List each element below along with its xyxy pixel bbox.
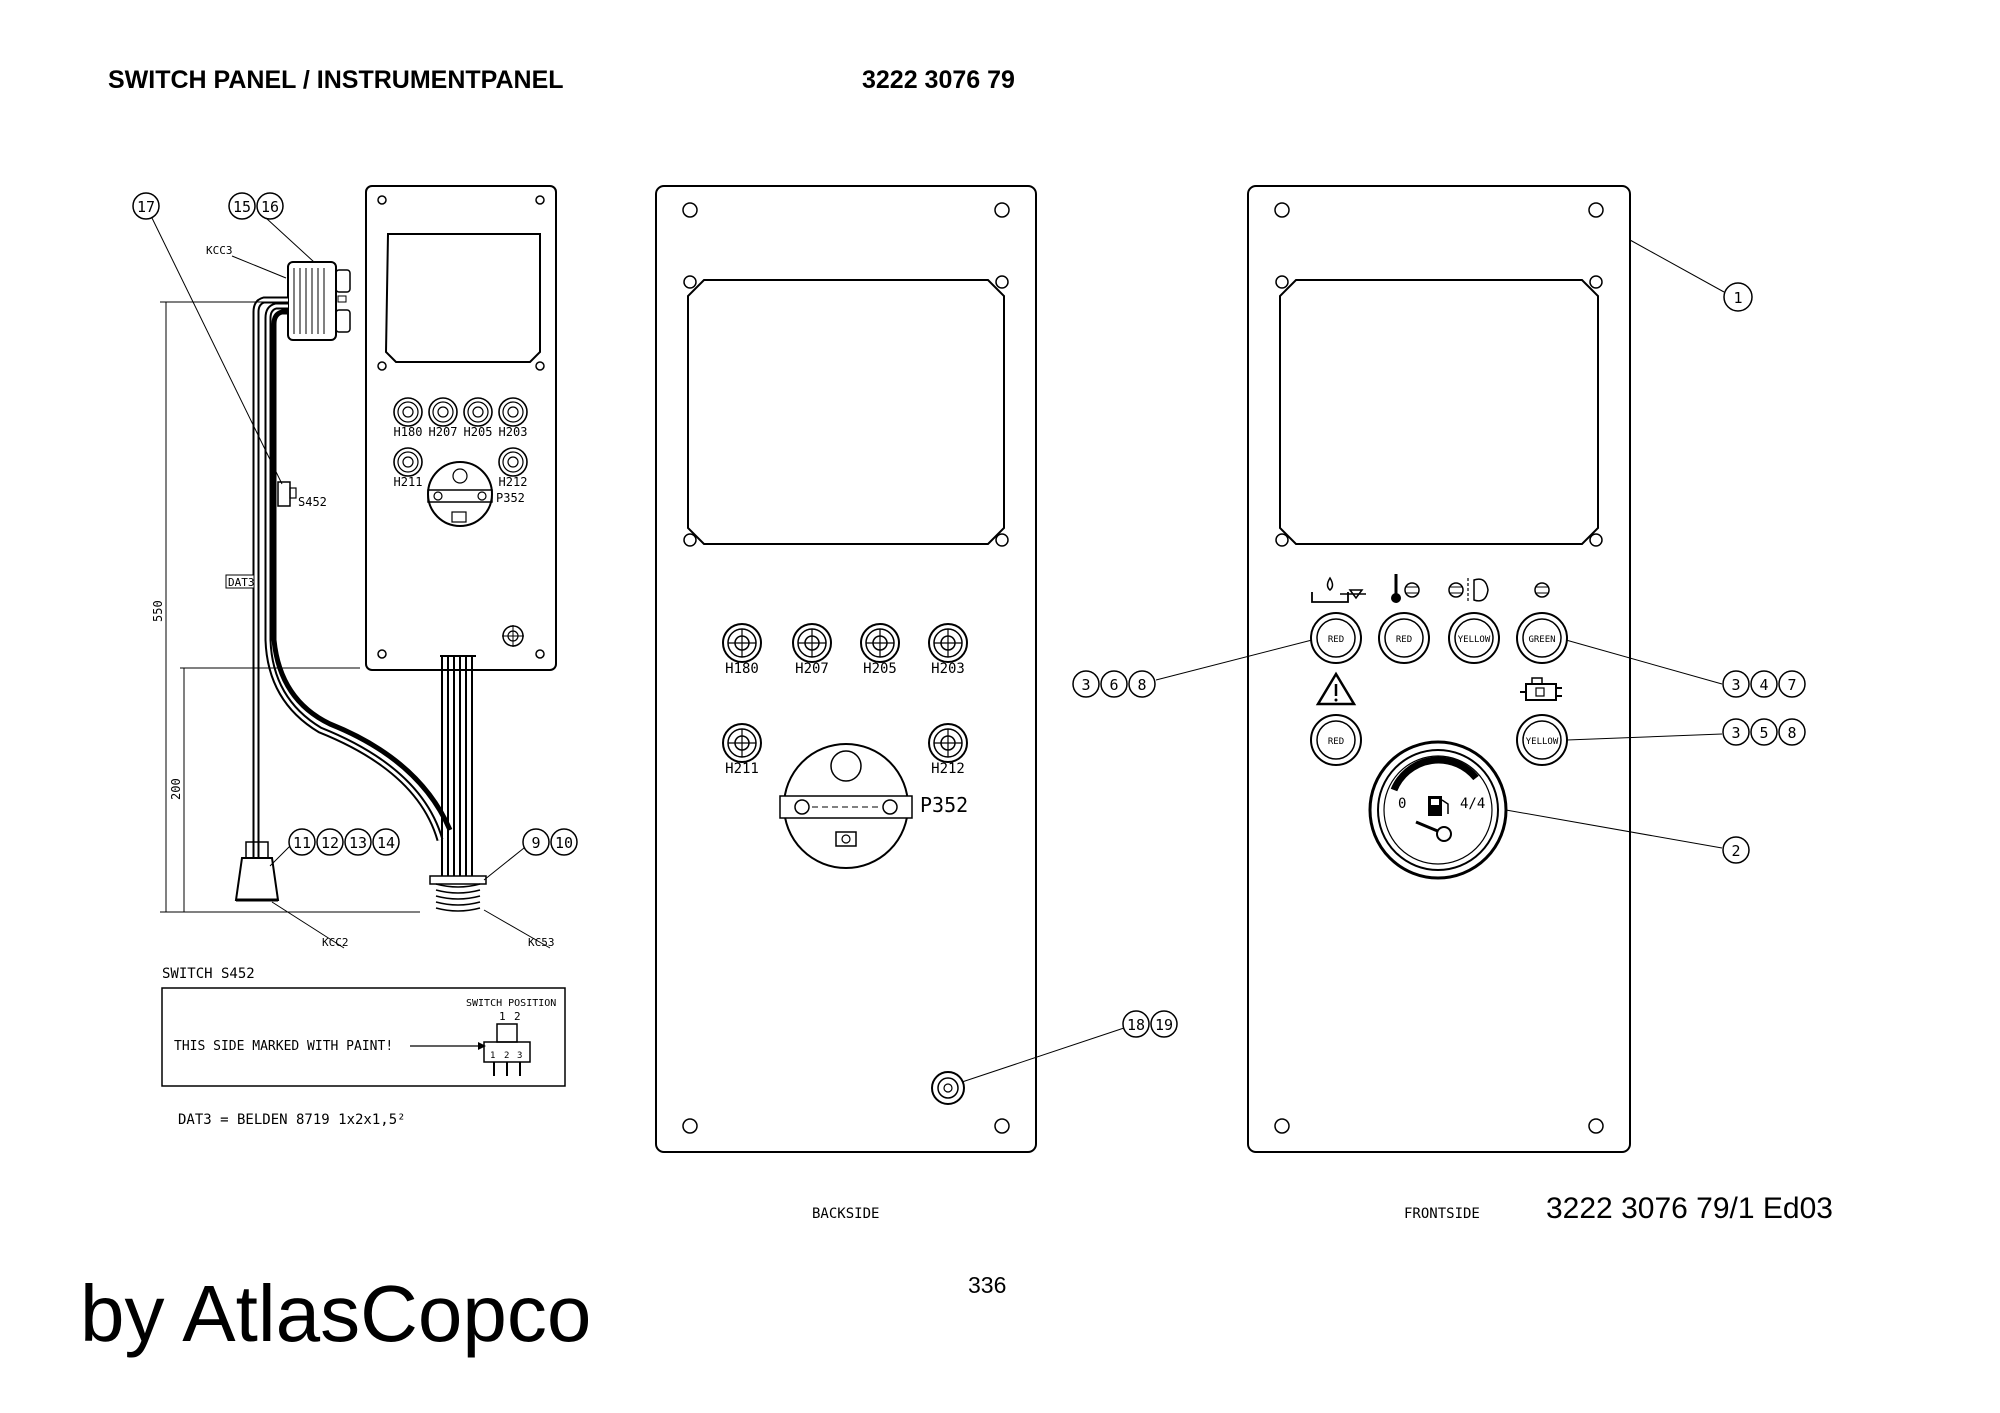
side-lamp-h207: H207	[429, 425, 458, 439]
switch-position-2: 2	[514, 1010, 521, 1023]
callout-2: 2	[1731, 842, 1740, 860]
frontside-label: FRONTSIDE	[1404, 1206, 1480, 1222]
back-lamp-h211: H211	[725, 761, 759, 777]
callout-10: 10	[555, 834, 573, 852]
callout-8-left: 8	[1137, 676, 1146, 694]
front-lamp-yellow-1: YELLOW	[1458, 635, 1491, 645]
side-gauge-label: P352	[496, 491, 525, 505]
connector-kcc3-label: KCC3	[206, 244, 233, 257]
switch-position-1: 1	[499, 1010, 506, 1023]
callout-19: 19	[1155, 1016, 1173, 1034]
switch-detail-title: SWITCH S452	[162, 966, 255, 982]
callout-16: 16	[261, 198, 279, 216]
callout-3-top: 3	[1731, 676, 1740, 694]
switch-pin-3: 3	[517, 1051, 522, 1061]
dimension-200: 200	[169, 778, 183, 800]
callout-6: 6	[1109, 676, 1118, 694]
callout-13: 13	[349, 834, 367, 852]
warning-icon	[1315, 671, 1357, 706]
back-lamp-h212: H212	[931, 761, 965, 777]
cable-dat3-label: DAT3	[228, 576, 255, 589]
fuel-gauge-max: 4/4	[1460, 796, 1485, 812]
temperature-icon	[1391, 574, 1420, 603]
side-lamp-h212: H212	[499, 475, 528, 489]
side-lamp-h211: H211	[394, 475, 423, 489]
part-number: 3222 3076 79	[862, 66, 1015, 94]
front-lamp-red-1: RED	[1328, 635, 1344, 645]
callout-4: 4	[1759, 676, 1768, 694]
side-view: H180 H207 H205 H203 H211 H212 P352	[132, 185, 578, 1128]
switch-pin-1: 1	[490, 1051, 495, 1061]
callout-7: 7	[1787, 676, 1796, 694]
front-lamp-green: GREEN	[1528, 635, 1555, 645]
pressure-icon	[1534, 582, 1550, 598]
fuel-gauge: 0 4/4	[1368, 740, 1508, 880]
side-lamp-h205: H205	[464, 425, 493, 439]
backside-label: BACKSIDE	[812, 1206, 879, 1222]
brand-watermark: by AtlasCopco	[80, 1269, 592, 1358]
callout-17: 17	[137, 198, 155, 216]
oil-level-icon	[1311, 576, 1366, 603]
document-number: 3222 3076 79/1 Ed03	[1546, 1192, 1833, 1225]
back-lamp-h207: H207	[795, 661, 829, 677]
dimension-550: 550	[151, 600, 165, 622]
callout-18: 18	[1127, 1016, 1145, 1034]
callout-3-bottom: 3	[1731, 724, 1740, 742]
front-lamp-red-2: RED	[1396, 635, 1412, 645]
switch-pin-2: 2	[504, 1051, 509, 1061]
fuel-pump-icon	[1428, 796, 1449, 816]
callout-11: 11	[293, 834, 311, 852]
back-lamp-h180: H180	[725, 661, 759, 677]
front-lamp-warning-red: RED	[1328, 737, 1344, 747]
fuel-gauge-min: 0	[1398, 796, 1406, 812]
front-lamp-engine-yellow: YELLOW	[1526, 737, 1559, 747]
backside-panel: H180 H207 H205 H203 H211 H212 P352 18 19	[655, 185, 1178, 1153]
callout-5: 5	[1759, 724, 1768, 742]
cable-spec-note: DAT3 = BELDEN 8719 1x2x1,5²	[178, 1112, 406, 1128]
callout-8-right: 8	[1787, 724, 1796, 742]
callout-3-left: 3	[1081, 676, 1090, 694]
back-gauge-label: P352	[920, 793, 968, 817]
page-title: SWITCH PANEL / INSTRUMENTPANEL	[108, 66, 564, 94]
callout-1: 1	[1733, 289, 1742, 307]
back-lamp-h203: H203	[931, 661, 965, 677]
switch-paint-note: THIS SIDE MARKED WITH PAINT!	[174, 1039, 393, 1054]
frontside-panel: RED RED YELLOW GREEN RED YELLOW	[1072, 185, 1806, 1153]
air-filter-icon	[1448, 578, 1489, 602]
callout-15: 15	[233, 198, 251, 216]
back-lamp-h205: H205	[863, 661, 897, 677]
callout-9: 9	[531, 834, 540, 852]
page-number: 336	[968, 1272, 1007, 1298]
callout-14: 14	[377, 834, 395, 852]
side-lamp-h203: H203	[499, 425, 528, 439]
callout-12: 12	[321, 834, 339, 852]
side-lamp-h180: H180	[394, 425, 423, 439]
switch-position-label: SWITCH POSITION	[466, 998, 556, 1009]
switch-s452-label: S452	[298, 495, 327, 509]
engine-icon	[1520, 677, 1562, 701]
